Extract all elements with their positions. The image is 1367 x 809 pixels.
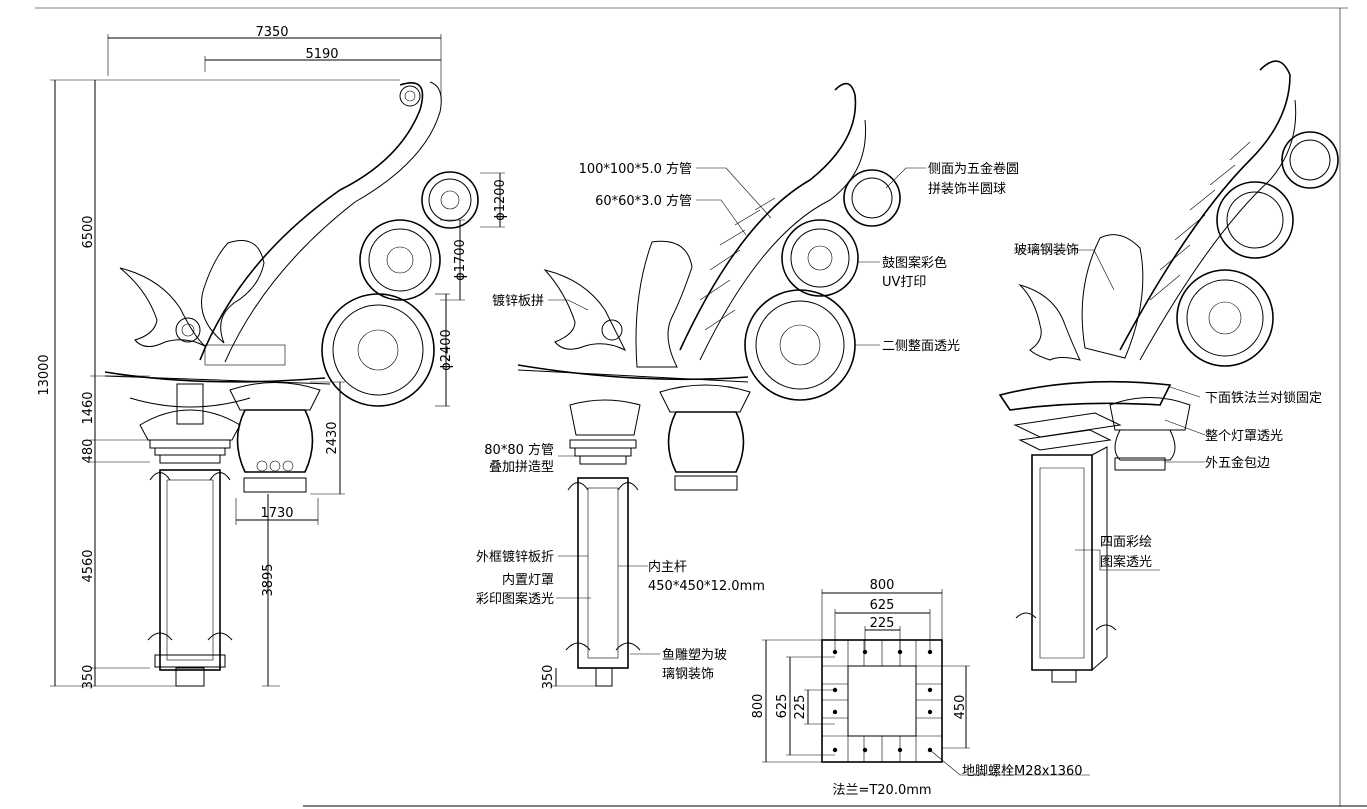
note-anchor-bolt: 地脚螺栓M28x1360 [962, 763, 1083, 779]
ball-large [321, 293, 435, 407]
dim-flange-625-h: 625 [775, 694, 790, 719]
note-galvanized-panel: 镀锌板拼 [492, 293, 544, 309]
dim-column-height: 4560 [81, 549, 96, 582]
dim-flange-225-w: 225 [870, 616, 895, 631]
dim-overall-width: 7350 [255, 25, 288, 40]
dim-flange-225-h: 225 [793, 695, 808, 720]
note-main-pole-line1: 内主杆 [648, 559, 687, 575]
dim-base-height: 350 [81, 665, 96, 690]
dim-ball-large: ϕ2400 [439, 329, 454, 371]
note-tube-100: 100*100*5.0 方管 [579, 161, 692, 177]
note-both-sides: 二侧整面透光 [882, 339, 960, 354]
dim-flange-450-h: 450 [953, 695, 968, 720]
note-fish-line2: 璃钢装饰 [662, 667, 714, 682]
dim-crown-height: 1460 [81, 391, 96, 424]
note-tube-80-line1: 80*80 方管 [484, 442, 554, 458]
note-side-ball-line2: 拼装饰半圆球 [928, 182, 1006, 197]
dim-head-height: 6500 [81, 215, 96, 248]
note-outer-frame: 外框镀锌板折 [476, 549, 554, 565]
note-inner-shade-line1: 内置灯罩 [502, 572, 554, 588]
dim-ball-small: ϕ1200 [493, 179, 508, 221]
note-inner-shade-line2: 彩印图案透光 [476, 592, 554, 607]
dim-lantern-height: 2430 [325, 421, 340, 454]
note-four-sides-line1: 四面彩绘 [1100, 535, 1152, 550]
note-drum-line2: UV打印 [882, 275, 926, 290]
dim-flange-625-w: 625 [870, 598, 895, 613]
note-main-pole-line2: 450*450*12.0mm [648, 579, 765, 594]
dim-flange-800-w: 800 [870, 578, 895, 593]
dim-mid-base: 350 [541, 665, 556, 690]
note-tube-80-line2: 叠加拼造型 [489, 460, 554, 475]
note-tube-60: 60*60*3.0 方管 [595, 193, 692, 209]
dim-lantern-width: 1730 [260, 506, 293, 521]
dim-ball-medium: ϕ1700 [453, 239, 468, 281]
note-flange-plate: 法兰=T20.0mm [832, 783, 931, 798]
hanging-lantern [229, 382, 321, 493]
note-flange-lock: 下面铁法兰对锁固定 [1205, 390, 1322, 406]
right-perspective: 玻璃钢装饰 下面铁法兰对锁固定 整个灯罩透光 外五金包边 四面彩绘 图案透光 [998, 60, 1339, 683]
note-fish-line1: 鱼雕塑为玻 [662, 647, 727, 663]
note-hardware-edge: 外五金包边 [1205, 455, 1270, 471]
note-drum-line1: 鼓图案彩色 [882, 255, 947, 271]
ball-small [421, 171, 479, 229]
note-whole-shade: 整个灯罩透光 [1205, 429, 1283, 444]
dim-lantern-elevation: 3895 [261, 563, 276, 596]
dim-arm-width: 5190 [305, 47, 338, 62]
dim-total-height: 13000 [37, 354, 52, 395]
left-elevation: 7350 5190 13000 6500 1460 480 4560 350 [37, 25, 508, 689]
flange-plan: 800 625 225 800 625 225 450 地脚螺栓M28x1360… [751, 578, 1090, 798]
middle-section: 350 100*1 [476, 82, 1019, 690]
dim-flange-800-h: 800 [751, 694, 766, 719]
note-frp: 玻璃钢装饰 [1014, 243, 1079, 258]
ball-medium [359, 219, 441, 301]
note-side-ball-line1: 侧面为五金卷圆 [928, 161, 1019, 177]
note-four-sides-line2: 图案透光 [1100, 555, 1152, 570]
dim-cap-height: 480 [81, 439, 96, 464]
